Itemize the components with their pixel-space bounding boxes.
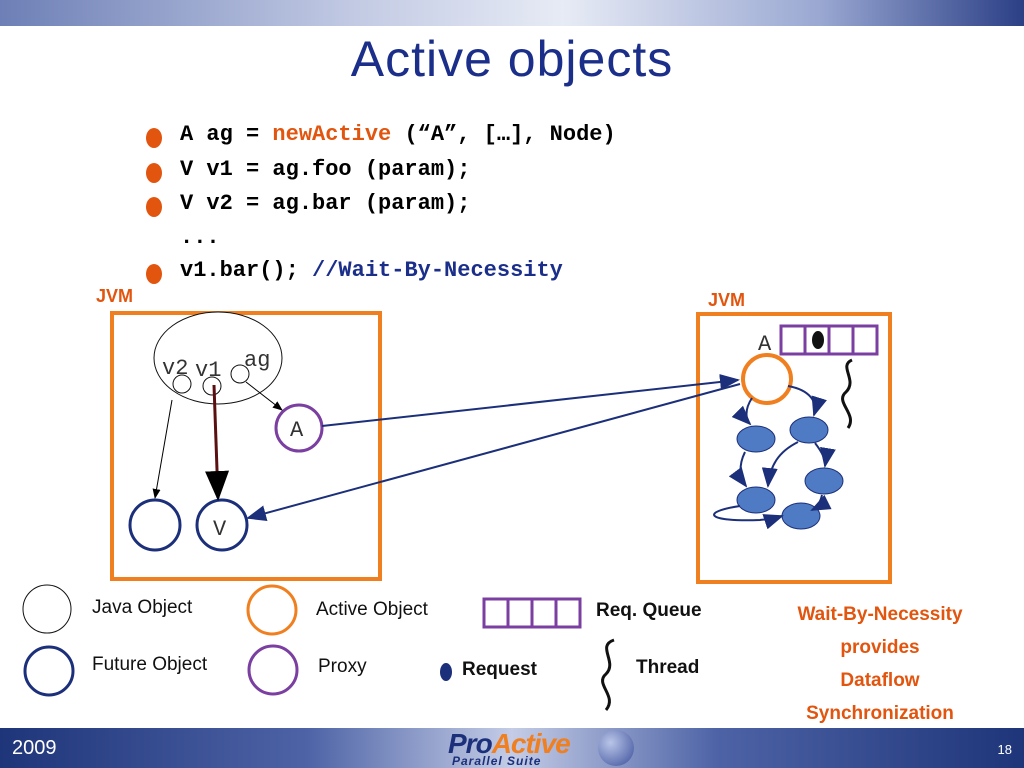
graph-edge-a-1 bbox=[731, 397, 753, 426]
slide-title: Active objects bbox=[350, 31, 674, 87]
code-line-2: V v1 = ag.foo (param); bbox=[180, 157, 471, 182]
bullet-1 bbox=[146, 128, 162, 148]
legend-java-object-icon bbox=[22, 584, 72, 634]
legend-thread-label: Thread bbox=[636, 657, 700, 678]
code-line-5: v1.bar(); //Wait-By-Necessity bbox=[180, 258, 563, 283]
graph-edge-a-2 bbox=[787, 385, 827, 417]
code-line-4: ... bbox=[180, 225, 220, 250]
queued-request-dot bbox=[812, 331, 824, 349]
bullet-2 bbox=[146, 163, 162, 183]
footer-year: 2009 bbox=[12, 737, 57, 759]
wbn-line-1: Wait-By-Necessity bbox=[797, 604, 963, 625]
legend-request-label: Request bbox=[462, 659, 537, 680]
queue-cell-3 bbox=[827, 324, 855, 356]
v1-reference bbox=[202, 376, 222, 396]
logo-pro-text: Pro bbox=[448, 728, 493, 759]
v1-to-future-arrow bbox=[205, 384, 230, 501]
page-number: 18 bbox=[997, 742, 1012, 757]
v2-reference bbox=[172, 374, 192, 394]
code-line-1-end: (“A”, […], Node) bbox=[391, 122, 616, 147]
legend-queue-cell-4 bbox=[554, 597, 582, 629]
ag-reference bbox=[230, 364, 250, 384]
graph-node-4 bbox=[736, 486, 776, 514]
graph-edge-1-4 bbox=[728, 451, 748, 488]
legend-future-object-icon bbox=[23, 645, 75, 697]
proxy-label: A bbox=[290, 418, 304, 443]
graph-node-3 bbox=[804, 467, 844, 495]
legend-proxy-icon bbox=[247, 644, 299, 696]
wbn-line-3: Dataflow bbox=[840, 670, 920, 691]
logo-wordmark: ProActive bbox=[448, 728, 571, 760]
bullet-5 bbox=[146, 264, 162, 284]
wait-by-necessity-note: Wait-By-Necessity provides Dataflow Sync… bbox=[770, 598, 990, 730]
active-object-label: A bbox=[758, 332, 772, 357]
legend-queue-cell-1 bbox=[482, 597, 510, 629]
wbn-line-2: provides bbox=[840, 637, 920, 658]
v2-label: v2 bbox=[162, 356, 188, 381]
legend-queue-cell-3 bbox=[530, 597, 558, 629]
legend-req-queue-label: Req. Queue bbox=[596, 600, 702, 621]
legend-future-object-label: Future Object bbox=[92, 654, 208, 675]
globe-icon bbox=[598, 730, 634, 766]
legend-request-dot bbox=[440, 663, 452, 681]
future-object-v2 bbox=[128, 498, 182, 552]
ag-to-proxy-arrow bbox=[245, 381, 283, 411]
graph-node-1 bbox=[736, 425, 776, 453]
legend-active-object-icon bbox=[246, 584, 298, 636]
proxy-to-active-request-arrow bbox=[321, 374, 740, 427]
legend-thread-brace-icon bbox=[601, 638, 615, 711]
v2-to-future-arrow bbox=[152, 399, 173, 499]
graph-node-2 bbox=[789, 416, 829, 444]
legend-queue-cell-2 bbox=[506, 597, 534, 629]
jvm-left-box bbox=[110, 311, 382, 581]
proactive-logo: ProActive Parallel Suite bbox=[448, 728, 648, 768]
graph-edge-4-loop bbox=[713, 505, 784, 530]
code-line-1-start: A ag = bbox=[180, 122, 273, 147]
code-line-1: A ag = newActive (“A”, […], Node) bbox=[180, 122, 616, 147]
code-line-5-start: v1.bar(); bbox=[180, 258, 313, 283]
jvm-right-label: JVM bbox=[708, 290, 746, 310]
top-banner bbox=[0, 0, 1024, 26]
graph-edge-3-5 bbox=[810, 494, 832, 511]
wbn-line-4: Synchronization bbox=[806, 703, 954, 724]
legend-active-object-label: Active Object bbox=[316, 599, 428, 620]
code-line-3: V v2 = ag.bar (param); bbox=[180, 191, 471, 216]
queue-cell-4 bbox=[851, 324, 879, 356]
legend-java-object-label: Java Object bbox=[92, 597, 193, 618]
proxy-object bbox=[274, 403, 324, 453]
future-label: V bbox=[213, 517, 227, 542]
logo-subtitle: Parallel Suite bbox=[452, 754, 542, 768]
active-to-future-reply-arrow bbox=[246, 383, 741, 521]
code-comment: //Wait-By-Necessity bbox=[312, 258, 563, 283]
thread-brace-icon bbox=[841, 358, 853, 429]
graph-node-5 bbox=[781, 502, 821, 530]
logo-active-text: Active bbox=[491, 728, 571, 759]
jvm-right-box bbox=[696, 312, 892, 584]
graph-edge-2-3 bbox=[814, 442, 836, 468]
code-keyword-newactive: newActive bbox=[272, 122, 392, 147]
jvm-left-label: JVM bbox=[96, 286, 134, 306]
v1-label: v1 bbox=[195, 358, 221, 383]
queue-cell-1 bbox=[779, 324, 807, 356]
legend-proxy-label: Proxy bbox=[318, 656, 367, 677]
bullet-3 bbox=[146, 197, 162, 217]
active-object-node bbox=[741, 353, 793, 405]
ag-label: ag bbox=[244, 348, 270, 373]
bottom-banner bbox=[0, 728, 1024, 768]
graph-edge-2-4 bbox=[761, 441, 799, 488]
